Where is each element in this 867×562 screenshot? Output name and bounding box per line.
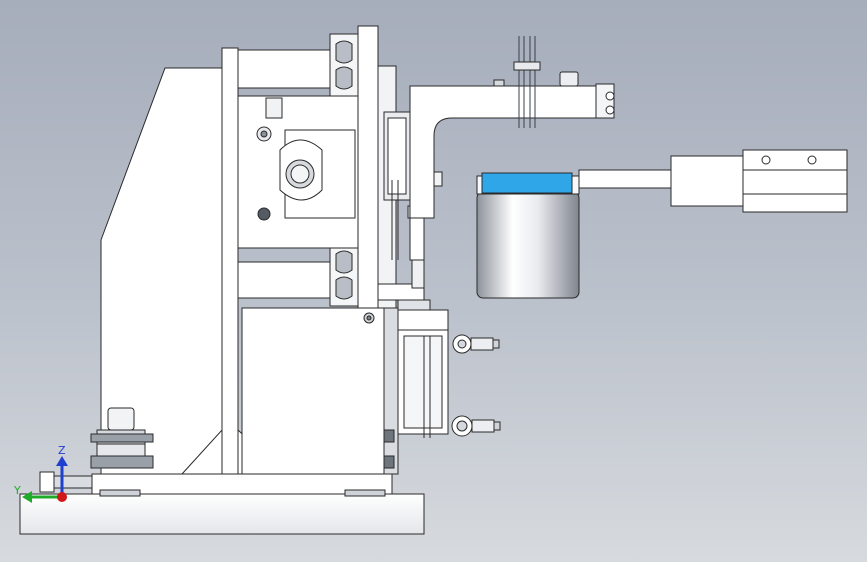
coordinate-triad: Z Y [13, 444, 68, 503]
slider-bottom-foot [397, 299, 431, 311]
housing-screw-bottom[interactable] [257, 207, 271, 221]
arm-screw-small [493, 79, 505, 87]
upper-rail-block[interactable] [237, 49, 339, 89]
air-fitting-upper[interactable] [452, 334, 500, 354]
piston-rod[interactable] [578, 169, 672, 189]
triad-z-label: Z [58, 444, 66, 457]
arm-screw-2[interactable] [605, 105, 615, 115]
gripper-blue-pad[interactable] [481, 172, 573, 194]
lower-block[interactable] [241, 307, 385, 475]
l-bracket-arm[interactable] [409, 85, 607, 219]
air-cylinder-port-1[interactable] [761, 155, 771, 165]
triad-z-arrow [56, 456, 68, 466]
arm-top-knob[interactable] [559, 71, 579, 87]
arm-screw-1[interactable] [605, 91, 615, 101]
lower-block-clip-1 [383, 429, 395, 443]
base-foot-left [99, 489, 141, 497]
base-foot-right [344, 489, 386, 497]
gusset-left [180, 428, 223, 475]
lower-block-clip-2 [383, 455, 395, 469]
adjust-bolt-stack[interactable] [90, 407, 154, 469]
main-upright[interactable] [221, 47, 239, 475]
housing-top-knob[interactable] [265, 97, 283, 119]
triad-x-axis [57, 492, 67, 502]
guide-rod-lower [411, 259, 425, 289]
air-fitting-lower[interactable] [451, 415, 501, 437]
air-cylinder-port-2[interactable] [807, 155, 817, 165]
slider-plate[interactable] [357, 25, 379, 309]
assembly-model[interactable] [19, 25, 848, 535]
air-cylinder-body[interactable] [742, 149, 848, 213]
valve-top-strip [397, 309, 449, 331]
triad-y-label: Y [13, 484, 21, 497]
base-plate[interactable] [19, 493, 425, 535]
probe-collar [513, 61, 541, 71]
sensor-probes[interactable] [518, 36, 536, 128]
valve-inner [403, 335, 443, 429]
lower-rail-block[interactable] [237, 261, 339, 299]
arm-side-pin[interactable] [433, 171, 443, 187]
gripper-cylinder-body[interactable] [476, 191, 580, 299]
base-bolt-left-nut [53, 475, 93, 489]
air-cylinder-head[interactable] [670, 155, 744, 207]
base-bolt-left[interactable] [39, 471, 55, 493]
lower-block-side [383, 307, 399, 475]
triad-y-arrow [22, 491, 32, 503]
